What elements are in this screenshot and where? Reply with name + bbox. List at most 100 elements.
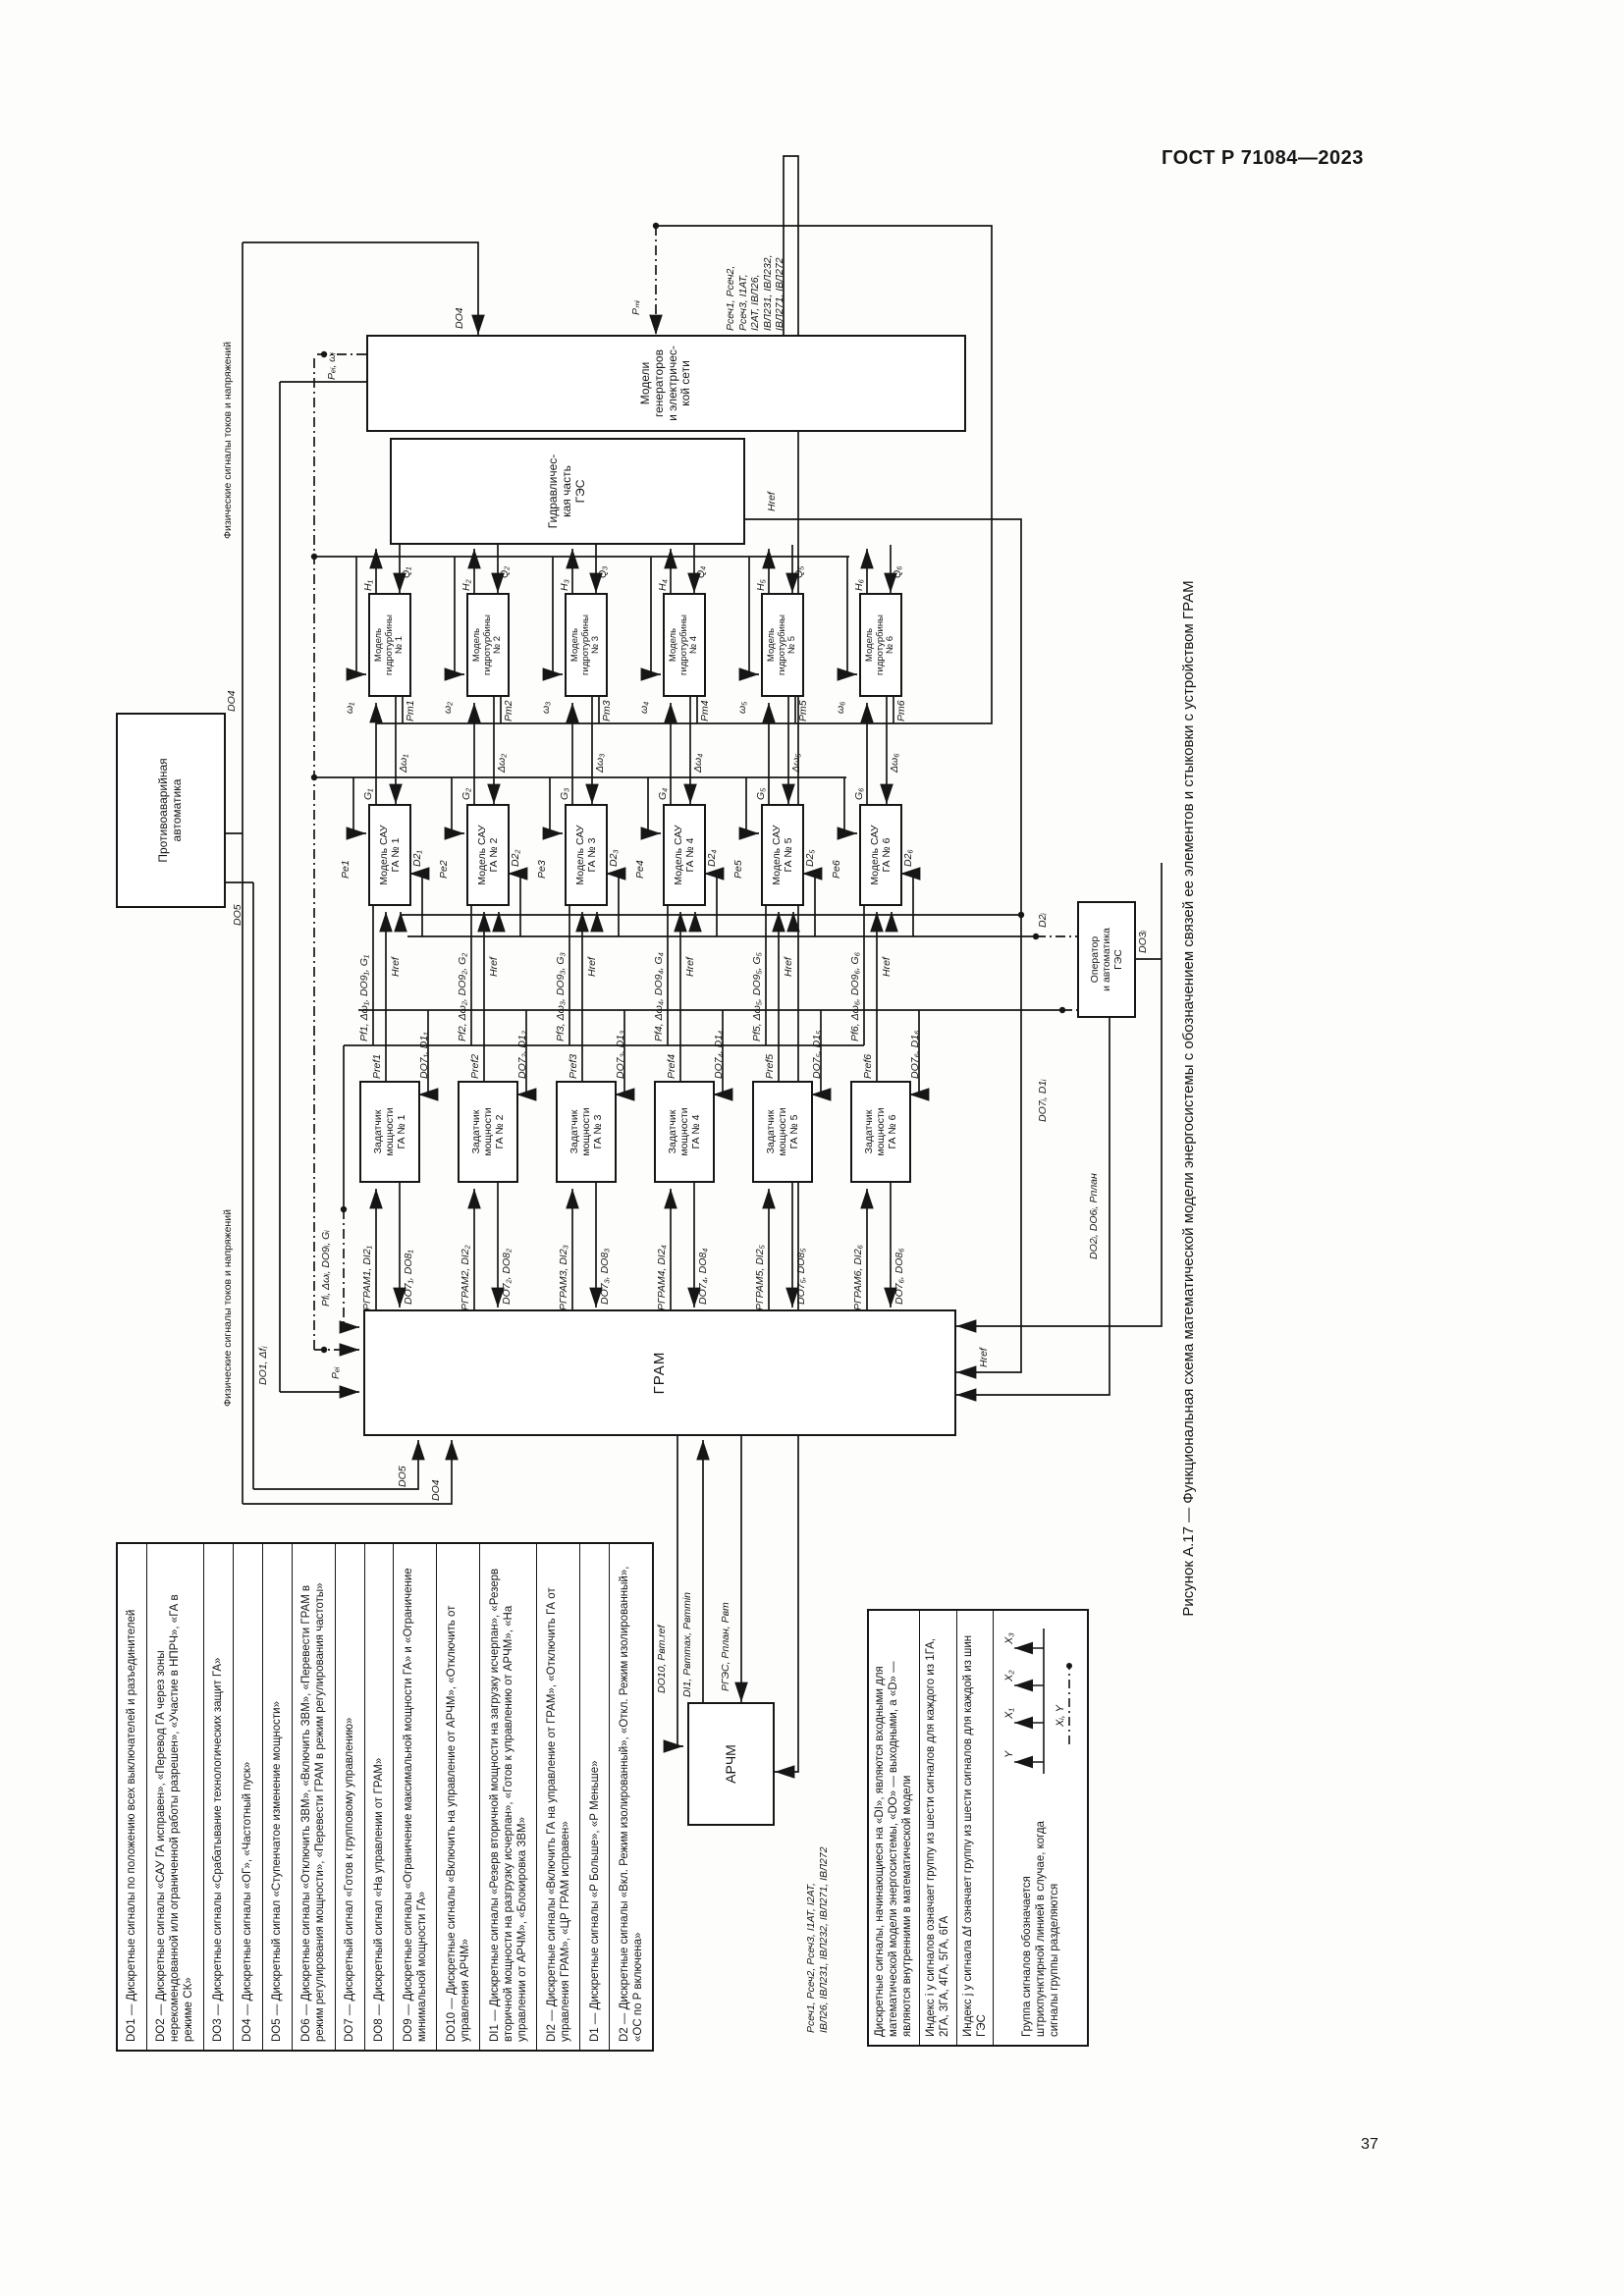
turbine-model-box: Модель гидротурбины № 3: [565, 593, 608, 697]
delta-omega-label: Δω₄: [692, 753, 704, 773]
href-unit-label: Href: [390, 957, 402, 977]
note-index-j: Индекс j у сигнала Δf означает группу из…: [961, 1634, 988, 2037]
feedback-group-label: Pf5, Δω₅, DO9₅, G₅: [751, 952, 763, 1041]
pm-label: Pm1: [405, 700, 416, 721]
do7-d1-label: DO7₂, D1₂: [516, 1031, 528, 1079]
sau-model-box: Модель САУ ГА № 3: [565, 804, 608, 906]
head-label: H₅: [755, 579, 767, 591]
do7-do8-label: DO7₁, DO8₁: [403, 1250, 414, 1305]
psech-gen-label: Pсеч1, Pсеч2, Pсеч3, I1АТ, I2АТ, IВЛ26, …: [725, 254, 786, 331]
head-label: H₆: [853, 579, 865, 591]
delta-omega-label: Δω₅: [790, 753, 802, 773]
feedback-group-label: Pf3, Δω₃, DO9₃, G₃: [555, 952, 567, 1041]
illu-x3-label: X₃: [1003, 1632, 1015, 1645]
flow-label: Q₃: [597, 565, 609, 578]
pm-label: Pm3: [601, 700, 613, 721]
legend-row: DO4 — Дискретные сигналы «ОГ», «Частотны…: [232, 1544, 262, 2050]
legend-row: DO5 — Дискретный сигнал «Ступенчатое изм…: [261, 1544, 292, 2050]
legend-row: D1 — Дискретные сигналы «Р Больше», «Р М…: [579, 1544, 610, 2050]
illu-y-label: Y: [1003, 1750, 1015, 1758]
power-setter-box: Задатчик мощности ГА № 1: [359, 1081, 420, 1183]
figure-a17: Модели генераторов и электричес- кой сет…: [116, 155, 1197, 2052]
href-unit-label: Href: [783, 957, 794, 977]
pm-label: Pm2: [503, 700, 514, 721]
d2-label: D2₆: [902, 849, 914, 867]
d2-label: D2₁: [411, 850, 423, 867]
sau-model-box: Модель САУ ГА № 2: [466, 804, 510, 906]
pref-label: Pref5: [764, 1053, 776, 1079]
gram-box: ГРАМ: [363, 1309, 956, 1436]
do4-pa-label: DO4: [226, 690, 238, 712]
pe-label: Pe4: [634, 860, 646, 879]
legend-row: DI1 — Дискретные сигналы «Резерв вторичн…: [479, 1544, 537, 2050]
legend-row: DO7 — Дискретный сигнал «Готов к группов…: [334, 1544, 364, 2050]
pmi-label: Pₘᵢ: [630, 300, 642, 315]
power-setter-box: Задатчик мощности ГА № 3: [556, 1081, 617, 1183]
head-label: H₂: [460, 579, 472, 591]
do3-line-label: DO3ᵢ: [1137, 931, 1149, 953]
d2-label: D2₅: [804, 849, 816, 867]
href-unit-label: Href: [881, 957, 893, 977]
omega-label: ω₂: [442, 701, 454, 714]
omega-label: ω₅: [736, 701, 748, 714]
turbine-model-box: Модель гидротурбины № 1: [368, 593, 411, 697]
href-gram-label: Href: [978, 1348, 990, 1367]
sau-model-box: Модель САУ ГА № 1: [368, 804, 411, 906]
omega-label: ω₃: [540, 701, 552, 714]
legend-row: DO8 — Дискретный сигнал «На управлении о…: [363, 1544, 394, 2050]
pei-gram-label: Pₑᵢ: [330, 1366, 342, 1379]
flow-label: Q₅: [793, 565, 805, 578]
pe-label: Pe5: [732, 860, 744, 879]
pe-label: Pe1: [340, 860, 352, 879]
head-label: H₄: [657, 579, 669, 591]
power-setter-box: Задатчик мощности ГА № 4: [654, 1081, 715, 1183]
operator-automation-box: Оператор и автоматика ГЭС: [1077, 901, 1136, 1018]
group-signal-illustration: Y X₁ X₂ X₃ Xᵢ, Y: [1003, 1629, 1072, 1774]
figure-caption: Рисунок А.17 — Функциональная схема мате…: [1180, 580, 1197, 1617]
connector-lines: [222, 155, 1163, 1779]
legend-row: DO2 — Дискретные сигналы «САУ ГА исправе…: [145, 1544, 203, 2050]
turbine-model-box: Модель гидротурбины № 6: [859, 593, 902, 697]
legend-row: DI2 — Дискретные сигналы «Включить ГА на…: [536, 1544, 580, 2050]
d2i-label: D2ᵢ: [1037, 913, 1049, 928]
feedback-group-label: Pf6, Δω₆, DO9₆, G₆: [849, 952, 861, 1041]
note-di-do-d: Дискретные сигналы, начинающиеся на «DI»…: [874, 1661, 914, 2037]
flow-label: Q₁: [401, 566, 412, 578]
d2-label: D2₃: [608, 849, 620, 867]
gate-label: G₄: [657, 787, 669, 800]
pe-label: Pe6: [831, 860, 842, 879]
note-group-dashdot: Группа сигналов обозначается штрихпункти…: [1020, 1821, 1060, 2037]
omega-label: ω₄: [638, 701, 650, 714]
pei-bus-label: Pₑᵢ, ωᵢ: [326, 352, 338, 380]
pges-line-label: PГЭС, Pплан, Pвт: [720, 1602, 731, 1691]
pgram-di2-label: PГРАМ4, DI2₄: [656, 1245, 668, 1310]
do7-d1-label: DO7₁, D1₁: [418, 1032, 430, 1079]
do10-line-label: DO10, Pвт.ref: [656, 1625, 668, 1693]
pref-label: Pref3: [568, 1053, 579, 1079]
flow-label: Q₂: [499, 565, 511, 578]
sau-model-box: Модель САУ ГА № 5: [761, 804, 804, 906]
gate-label: G₆: [853, 787, 865, 800]
delta-omega-label: Δω₃: [594, 753, 606, 773]
page-number: 37: [1361, 2136, 1379, 2153]
pe-label: Pe2: [438, 860, 450, 879]
legend-row: DO6 — Дискретные сигналы «Отключить ЗВМ»…: [291, 1544, 335, 2050]
do7i-label: DO7ᵢ, D1ᵢ: [1037, 1079, 1049, 1122]
feedback-group-label: Pf1, Δω₁, DO9₁, G₁: [358, 954, 370, 1041]
illu-group-label: Xᵢ, Y: [1055, 1704, 1066, 1728]
generators-network-model-box: Модели генераторов и электричес- кой сет…: [366, 335, 966, 432]
pref-label: Pref2: [469, 1053, 481, 1079]
do7-do8-label: DO7₄, DO8₄: [697, 1248, 709, 1305]
delta-omega-label: Δω₆: [889, 753, 900, 773]
gate-label: G₂: [460, 787, 472, 800]
d2-label: D2₂: [510, 849, 521, 867]
legend-row: D2 — Дискретные сигналы «Вкл. Режим изол…: [609, 1544, 653, 2050]
href-src-label: Href: [766, 492, 778, 511]
fiz-right-label: Физические сигналы токов и напряжений: [222, 342, 234, 539]
legend-row: DO1 — Дискретные сигналы по положению вс…: [126, 1609, 138, 2042]
do7-do8-label: DO7₅, DO8₅: [795, 1248, 807, 1305]
pm-label: Pm6: [895, 700, 907, 721]
pgram-di2-label: PГРАМ3, DI2₃: [558, 1245, 569, 1310]
archm-box: АРЧМ: [687, 1702, 775, 1826]
do7-d1-label: DO7₅, D1₅: [811, 1030, 823, 1079]
